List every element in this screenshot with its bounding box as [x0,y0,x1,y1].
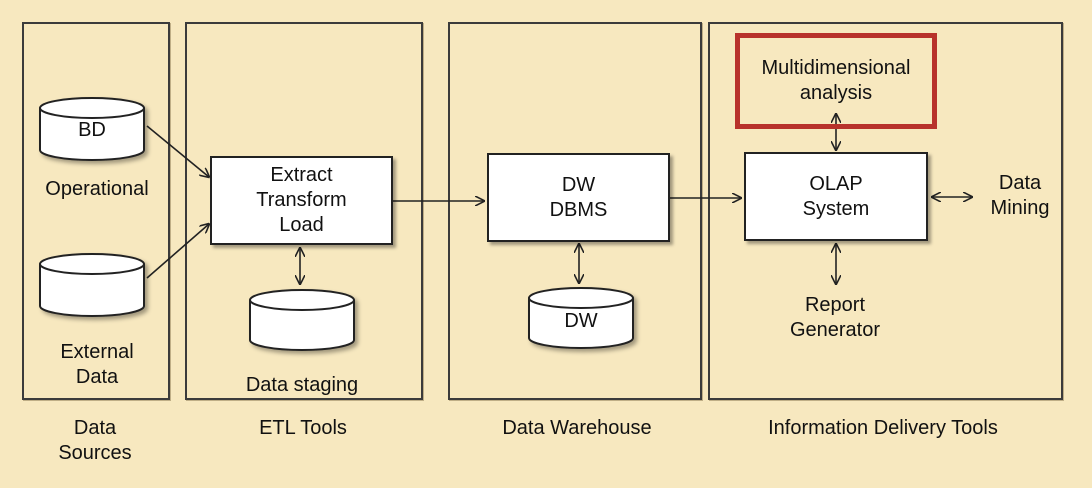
data-warehouse-panel [448,22,702,400]
data-sources-panel [22,22,170,400]
dw-cylinder-label: DW [564,310,598,332]
information-delivery-caption: Information Delivery Tools [768,417,998,439]
multidimensional-analysis-highlight: Multidimensional analysis [735,33,937,129]
data-staging-label: Data staging [245,374,359,396]
extract-transform-load-box: Extract Transform Load [210,156,393,245]
data-staging-cylinder [249,289,355,351]
data-warehouse-caption: Data Warehouse [502,417,652,439]
arrow-external-to-etl [146,224,209,279]
olap-system-box: OLAP System [744,152,928,241]
dw-dbms-box: DW DBMS [487,153,670,242]
data-sources-caption: Data Sources [58,417,132,464]
external-data-label: External Data [60,341,134,388]
arrow-bd-to-etl [146,125,209,177]
operational-label: Operational [45,178,149,200]
data-mining-label: Data Mining [990,172,1050,219]
etl-tools-panel [185,22,423,400]
dw-cylinder [528,287,634,349]
etl-tools-caption: ETL Tools [259,417,347,439]
information-delivery-panel [708,22,1063,400]
bd-label: BD [78,119,106,141]
report-generator-label: Report Generator [789,294,881,341]
external-data-cylinder [39,253,145,317]
bd-cylinder [39,97,145,161]
